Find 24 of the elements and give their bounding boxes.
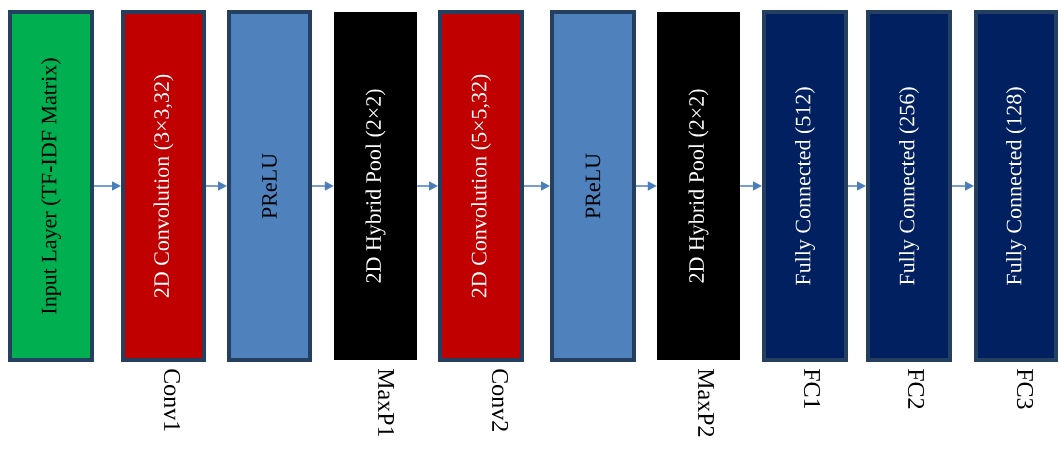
layer-label: FC2 bbox=[907, 368, 925, 409]
layer-box: 2D Convolution (5×5,32) bbox=[438, 10, 524, 362]
layer-label: MaxP1 bbox=[377, 368, 395, 437]
layer-label: Conv1 bbox=[163, 369, 181, 431]
layer-box: Fully Connected (256) bbox=[866, 10, 952, 362]
layer-box: 2D Hybrid Pool (2×2) bbox=[657, 12, 740, 360]
layer-box: 2D Hybrid Pool (2×2) bbox=[334, 12, 417, 360]
layer-box: Fully Connected (512) bbox=[762, 10, 848, 362]
layer-box: 2D Convolution (3×3,32) bbox=[121, 10, 206, 362]
arrow bbox=[523, 181, 550, 191]
arrow bbox=[739, 181, 762, 191]
arrow bbox=[847, 181, 866, 191]
layer-box: PReLU bbox=[550, 10, 636, 362]
layer-box: Input Layer (TF-IDF Matrix) bbox=[8, 10, 94, 362]
arrow bbox=[416, 181, 438, 191]
layer-label: MaxP2 bbox=[697, 368, 715, 437]
layer-label: FC3 bbox=[1016, 368, 1034, 409]
layer-label: Conv2 bbox=[491, 369, 509, 431]
layer-box: Fully Connected (128) bbox=[974, 10, 1058, 362]
arrow bbox=[93, 181, 121, 191]
arrow bbox=[205, 181, 227, 191]
arrow bbox=[951, 181, 974, 191]
layer-box: PReLU bbox=[227, 10, 312, 362]
layer-label: FC1 bbox=[803, 368, 821, 409]
